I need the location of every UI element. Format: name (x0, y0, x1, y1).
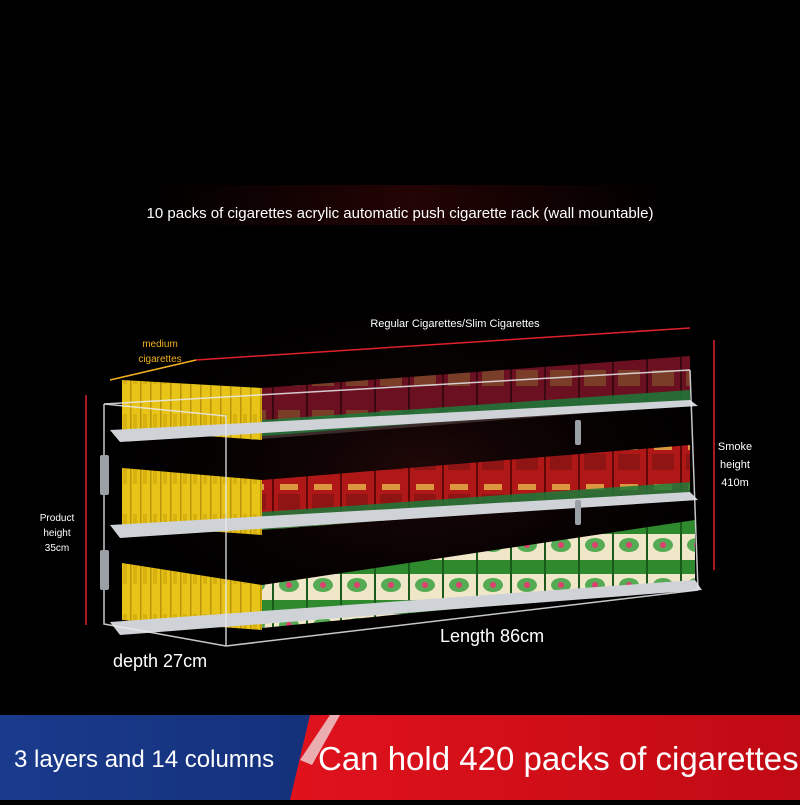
dimension-lines (85, 327, 715, 625)
top-dimension-label: Regular Cigarettes/Slim Cigarettes (370, 318, 540, 330)
page-title: 10 packs of cigarettes acrylic automatic… (146, 205, 654, 222)
banner-left-text: 3 layers and 14 columns (14, 746, 275, 773)
length-label: Length 86cm (440, 626, 545, 646)
product-height-label: Product height 35cm (39, 513, 75, 554)
banner-right-text: Can hold 420 packs of cigarettes (318, 740, 799, 777)
smoke-height-label: Smoke height 410m (717, 441, 753, 489)
layer-middle (110, 445, 698, 538)
medium-cigarettes-label: medium cigarettes (138, 339, 182, 365)
depth-label: depth 27cm (113, 651, 208, 671)
wall-brackets (100, 420, 581, 590)
banner-background (0, 715, 800, 800)
acrylic-frame (103, 369, 699, 647)
layer-bottom (110, 520, 702, 635)
